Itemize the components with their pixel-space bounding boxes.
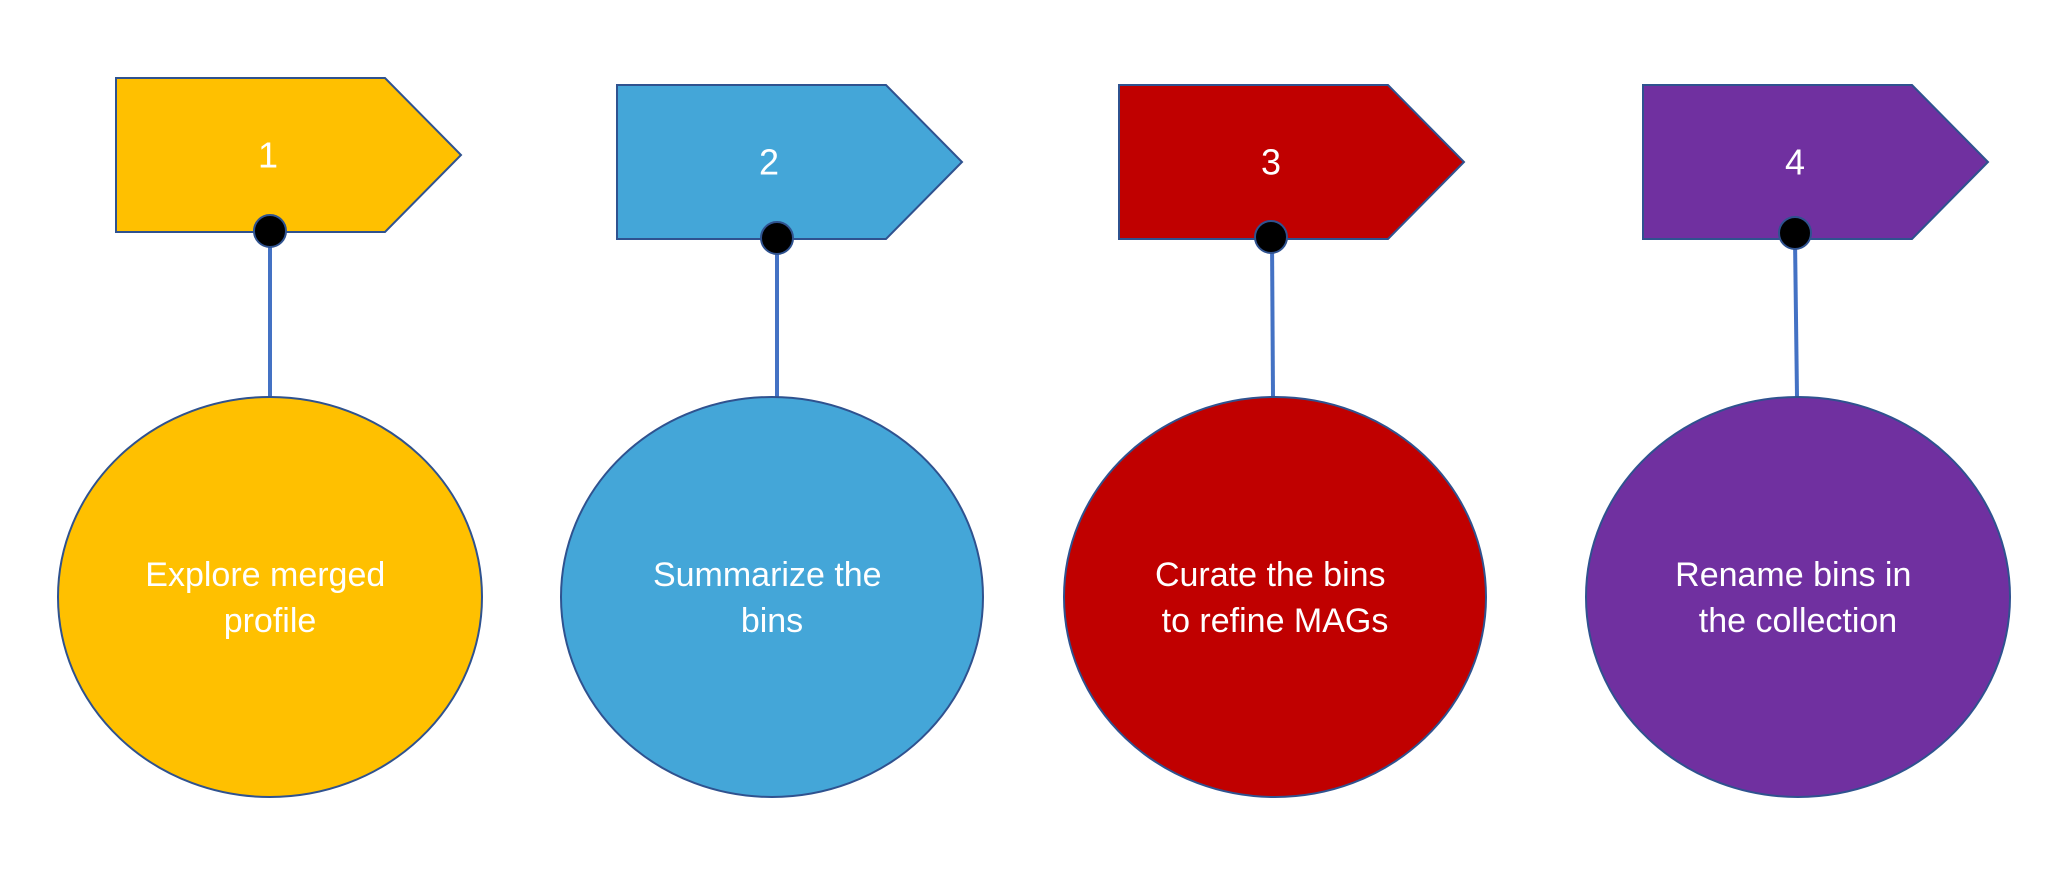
step-1-circle (57, 396, 483, 798)
step-1-label: Explore merged profile (145, 556, 394, 640)
step-3-pin (1254, 220, 1288, 254)
step-2: 2 Summarize the bins (560, 84, 984, 798)
step-3-pentagon-tag (1118, 84, 1466, 240)
step-1-number: 1 (258, 135, 278, 176)
step-3-connector (1270, 238, 1275, 398)
step-3-label-line-1: Curate the bins (1155, 556, 1386, 594)
step-3-number: 3 (1261, 142, 1281, 183)
step-4-pentagon-tag (1642, 84, 1990, 240)
step-4-circle (1585, 396, 2011, 798)
step-4-pin (1778, 216, 1812, 250)
step-1-pentagon-tag (115, 77, 463, 233)
step-3-label-line-2: to refine MAGs (1162, 602, 1389, 640)
step-4-label-line-1: Rename bins in (1675, 556, 1911, 594)
step-2-label-line-2: bins (741, 602, 803, 640)
step-4-connector (1793, 238, 1799, 398)
step-2-label: Summarize the bins (653, 556, 891, 640)
step-2-pin (760, 221, 794, 255)
step-4-label-line-2: the collection (1699, 602, 1897, 640)
step-4-number: 4 (1785, 142, 1805, 183)
step-1: 1 Explore merged profile (57, 77, 483, 798)
step-4: 4 Rename bins in the collection (1585, 84, 2011, 798)
step-4-label: Rename bins in the collection (1675, 556, 1921, 640)
step-1-pin (253, 214, 287, 248)
step-3: 3 Curate the bins to refine MAGs (1063, 84, 1487, 798)
step-2-pentagon-tag (616, 84, 964, 240)
step-3-circle (1063, 396, 1487, 798)
step-2-label-line-1: Summarize the (653, 556, 882, 594)
step-3-label: Curate the bins to refine MAGs (1155, 556, 1395, 640)
step-1-label-line-1: Explore merged (145, 556, 385, 594)
step-2-circle (560, 396, 984, 798)
step-2-number: 2 (759, 142, 779, 183)
step-1-label-line-2: profile (224, 602, 317, 640)
